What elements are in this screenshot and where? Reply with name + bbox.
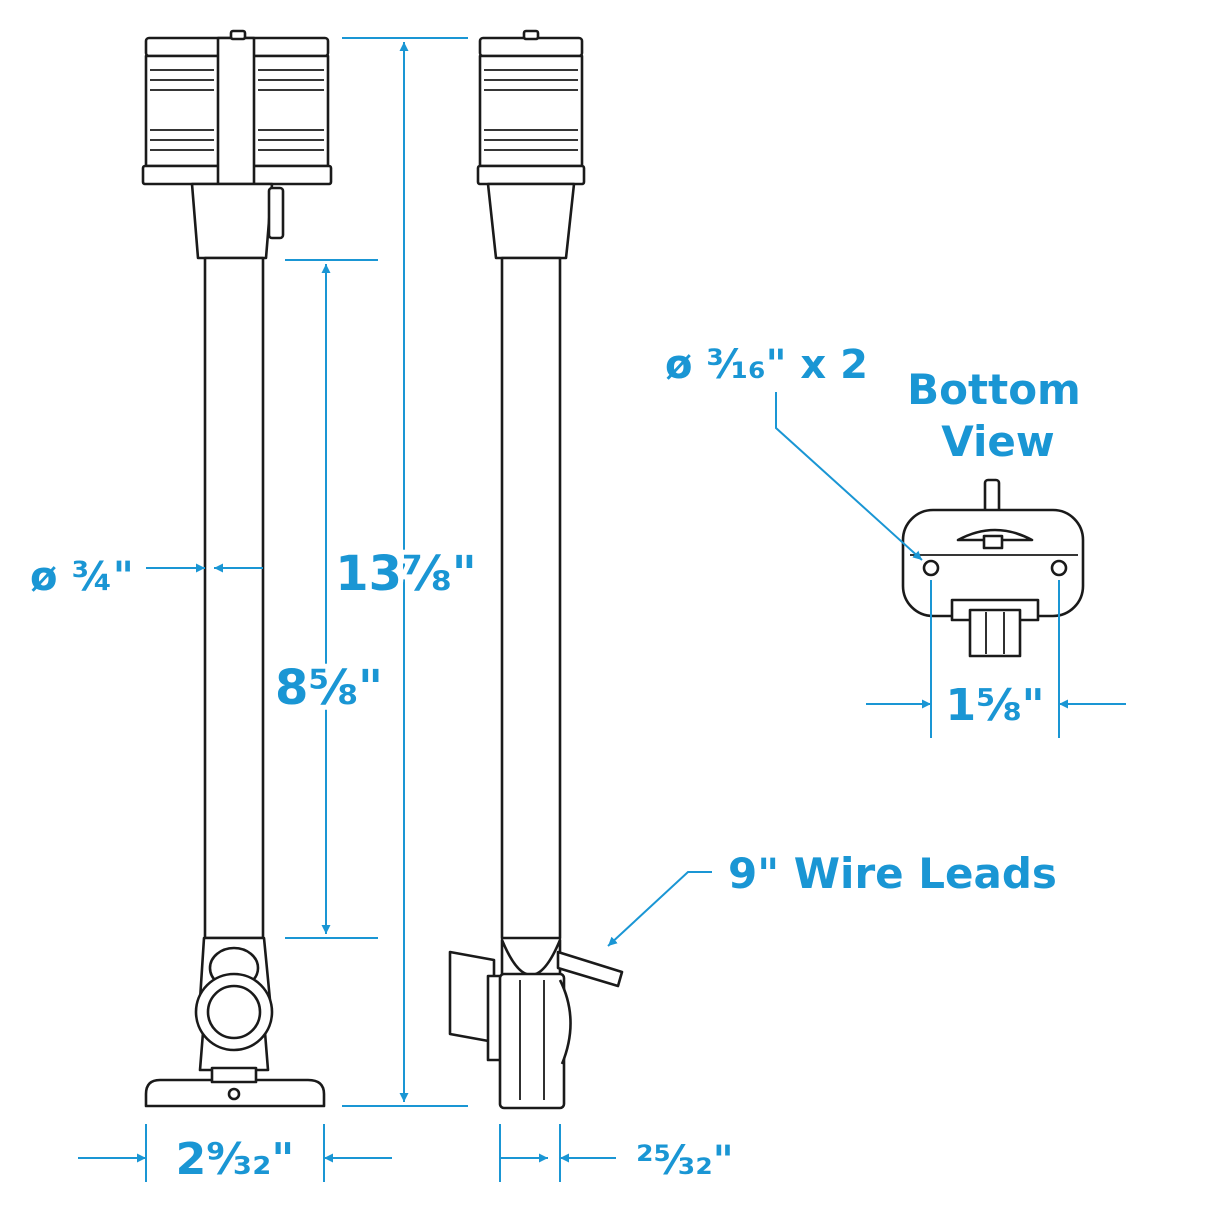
front-base-mount <box>144 936 326 1108</box>
mounting-hole-right <box>1050 559 1068 577</box>
dimension-hole-spacing <box>866 580 1126 738</box>
front-lamp-housing <box>141 29 333 186</box>
wire-leads-label: 9" Wire Leads <box>728 849 1057 898</box>
front-collar <box>190 182 285 260</box>
dimension-tube-length <box>285 259 378 939</box>
hole-spacing-label: 1⅝" <box>945 680 1044 731</box>
bottom-view-title-line2: View <box>941 417 1054 466</box>
base-width-label: 2⁹⁄₃₂" <box>176 1134 295 1185</box>
dimension-overall-height <box>342 37 468 1107</box>
bottom-view-title-line1: Bottom <box>907 365 1081 414</box>
base-depth-label: ²⁵⁄₃₂" <box>636 1138 734 1184</box>
overall-height-label: 13⅞" <box>335 546 477 602</box>
front-tube <box>203 256 265 940</box>
hole-size-leader <box>775 392 923 561</box>
hole-size-label: ø ³⁄₁₆" x 2 <box>665 342 868 388</box>
mounting-hole-left <box>922 559 940 577</box>
tube-diameter-label: ø ¾" <box>30 554 134 600</box>
side-lamp-housing <box>476 29 586 186</box>
side-collar <box>486 182 576 260</box>
dimension-base-width <box>78 1124 392 1182</box>
front-view <box>141 29 333 1108</box>
wire-leads-leader <box>607 871 712 947</box>
tube-length-label: 8⅝" <box>275 660 383 716</box>
dimension-base-depth <box>499 1124 616 1182</box>
side-view <box>448 29 624 1110</box>
side-tube <box>500 256 562 940</box>
side-base-mount <box>448 938 624 1110</box>
bottom-view <box>901 478 1085 658</box>
